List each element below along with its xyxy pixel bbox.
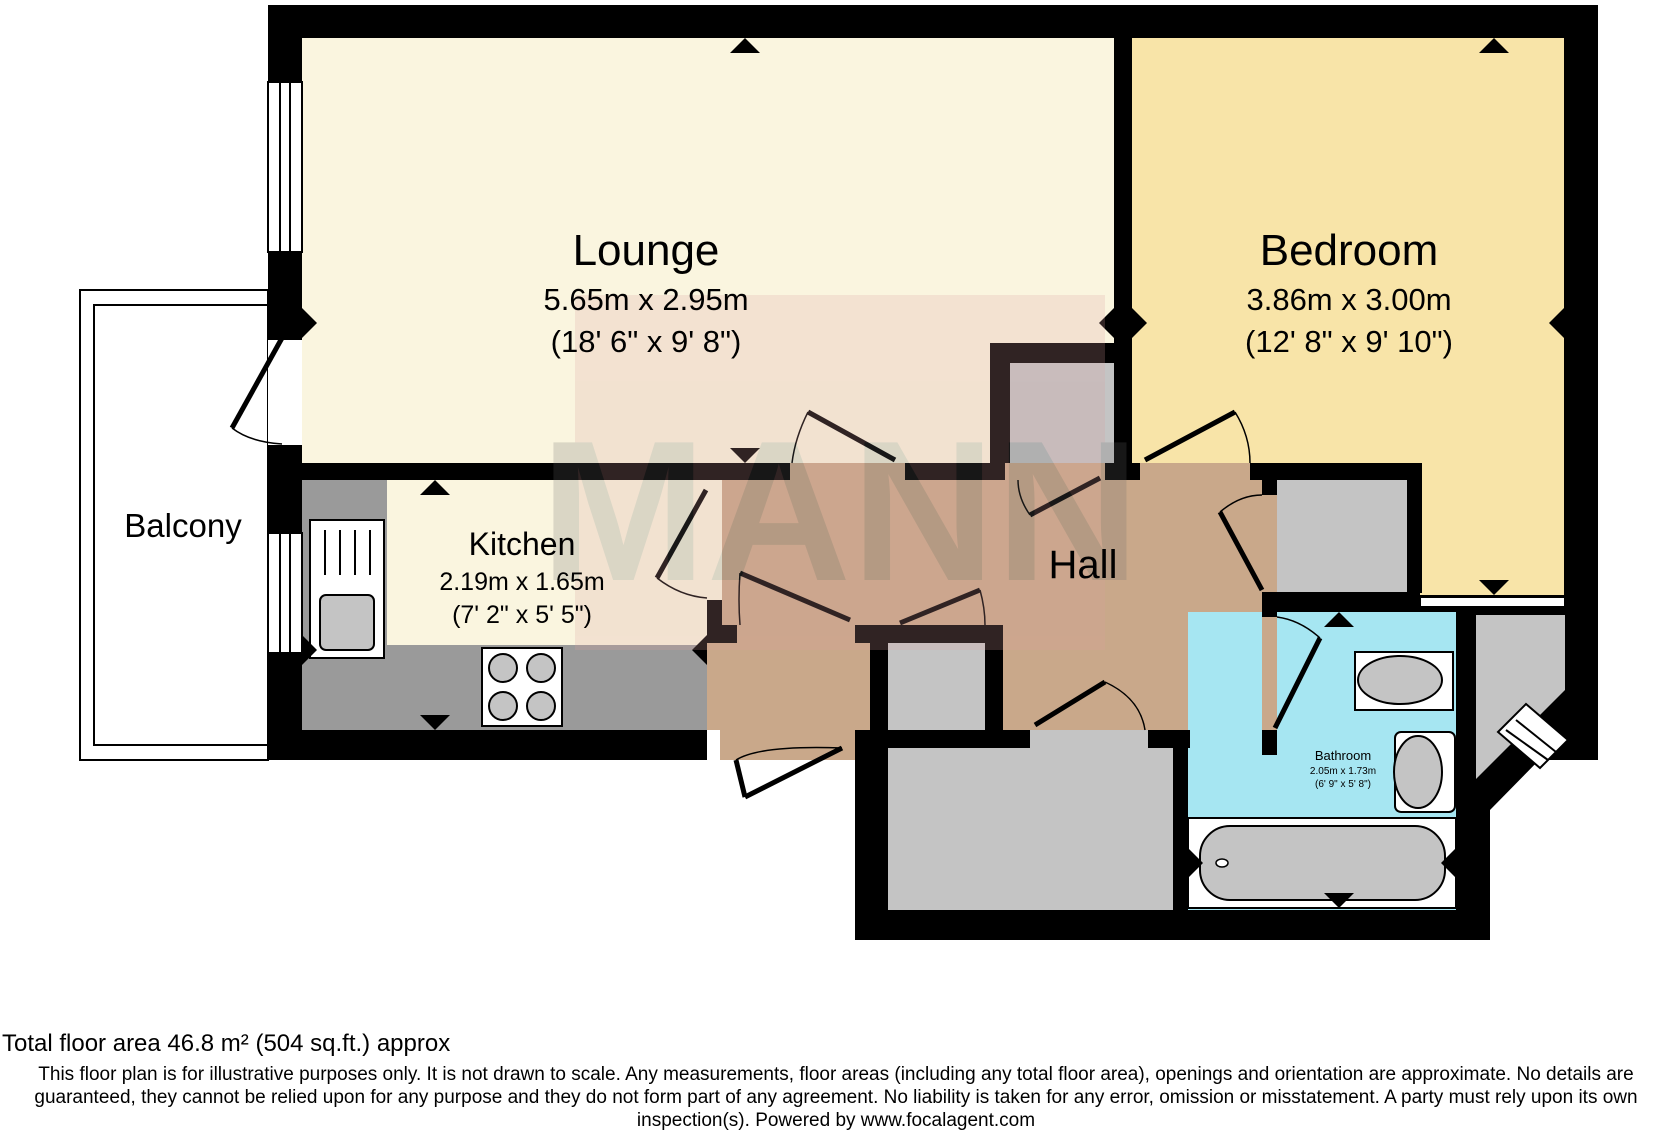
windows xyxy=(267,81,1570,770)
lounge-label: Lounge 5.65m x 2.95m (18' 6" x 9' 8") xyxy=(543,226,748,359)
bathroom-imperial: (6' 9" x 5' 8") xyxy=(1315,779,1371,790)
kitchen-name: Kitchen xyxy=(469,526,576,562)
interior-walls xyxy=(302,38,1476,912)
balcony xyxy=(79,289,269,761)
floor-plan: MANN Lounge 5.65m x 2.95m (18' 6" x 9' 8… xyxy=(79,5,1598,940)
balcony-name: Balcony xyxy=(124,507,242,544)
total-floor-area: Total floor area 46.8 m² (504 sq.ft.) ap… xyxy=(2,1030,451,1057)
bathtub xyxy=(1187,817,1457,909)
disclaimer: This floor plan is for illustrative purp… xyxy=(34,1064,1638,1131)
svg-text:MANN: MANN xyxy=(540,400,1140,623)
bedroom-name: Bedroom xyxy=(1260,226,1439,275)
kitchen-sink-drainer xyxy=(309,519,385,659)
kitchen-metric: 2.19m x 1.65m xyxy=(439,568,604,596)
kitchen-label: Kitchen 2.19m x 1.65m (7' 2" x 5' 5") xyxy=(439,526,604,629)
kitchen-imperial: (7' 2" x 5' 5") xyxy=(452,601,592,629)
bedroom-imperial: (12' 8" x 9' 10") xyxy=(1245,324,1453,359)
agent-watermark: MANN xyxy=(540,295,1140,650)
basin xyxy=(1354,651,1454,711)
lounge-floor xyxy=(302,38,1114,463)
bedroom-floor xyxy=(1132,38,1564,595)
lounge-name: Lounge xyxy=(573,226,720,275)
door-openings xyxy=(268,340,1277,760)
door-swings xyxy=(229,336,1323,800)
bathroom-name: Bathroom xyxy=(1315,748,1371,763)
hall-floor xyxy=(707,463,1262,747)
bedroom-label: Bedroom 3.86m x 3.00m (12' 8" x 9' 10") xyxy=(1245,226,1453,359)
hall-name: Hall xyxy=(1049,543,1118,587)
bedroom-metric: 3.86m x 3.00m xyxy=(1246,282,1451,317)
kitchen-hob xyxy=(481,647,563,727)
lounge-imperial: (18' 6" x 9' 8") xyxy=(551,324,742,359)
bathroom-metric: 2.05m x 1.73m xyxy=(1310,766,1376,777)
bathroom-label: Bathroom 2.05m x 1.73m (6' 9" x 5' 8") xyxy=(1310,748,1376,790)
dimension-arrows xyxy=(302,38,1564,908)
toilet xyxy=(1393,731,1456,813)
storage-cupboards xyxy=(888,362,1565,910)
lounge-metric: 5.65m x 2.95m xyxy=(543,282,748,317)
